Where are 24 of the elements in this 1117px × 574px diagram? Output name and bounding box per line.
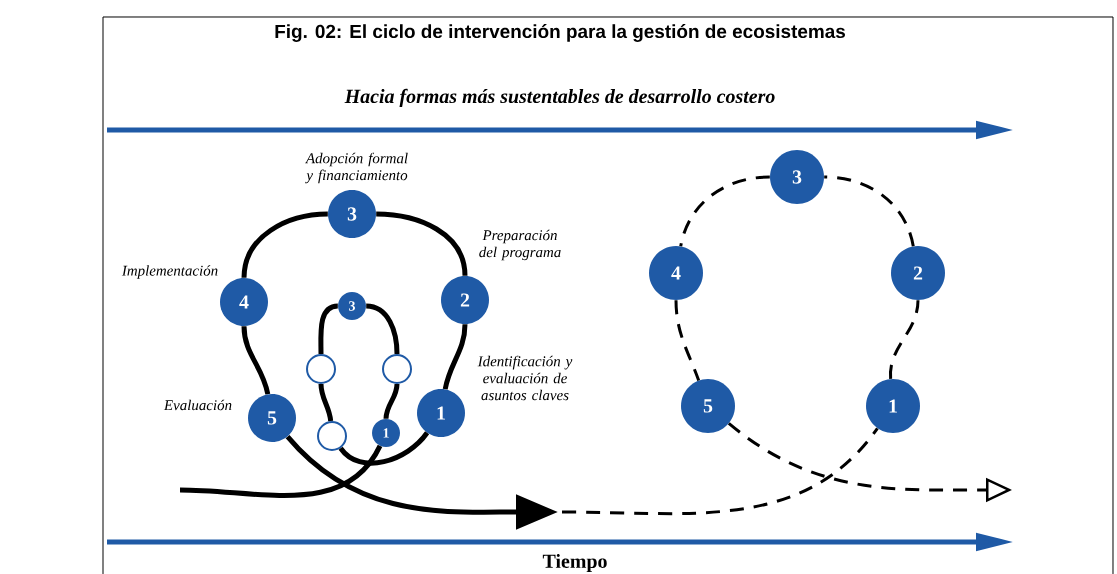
connector — [824, 175, 915, 247]
connector — [674, 300, 701, 381]
empty-circle — [382, 354, 412, 384]
stage-label: Implementación — [121, 265, 218, 279]
title: Fig. 02: El ciclo de intervención para la gestión de ecosistemas — [275, 24, 845, 42]
connector — [241, 211, 328, 278]
stage-label: Adopción formal y financiamiento — [305, 152, 408, 184]
arrow-label: Hacia formas más sustentables de desarrollo costero — [344, 88, 775, 108]
connector — [179, 444, 383, 498]
connector — [889, 300, 920, 379]
connector — [383, 383, 400, 419]
stage-label: Preparación del programa — [479, 229, 561, 261]
stage-label: Evaluación — [163, 399, 232, 411]
empty-circle — [306, 354, 336, 384]
connector — [318, 383, 334, 422]
connector — [338, 431, 430, 466]
connector — [442, 324, 468, 390]
connector — [376, 211, 468, 277]
connector — [679, 175, 770, 247]
stage-label: Identificación y evaluación de asuntos claves — [477, 355, 573, 401]
empty-circle — [317, 421, 347, 451]
connector — [562, 427, 879, 516]
connector — [241, 326, 271, 395]
axis-label: Tiempo — [542, 553, 607, 572]
